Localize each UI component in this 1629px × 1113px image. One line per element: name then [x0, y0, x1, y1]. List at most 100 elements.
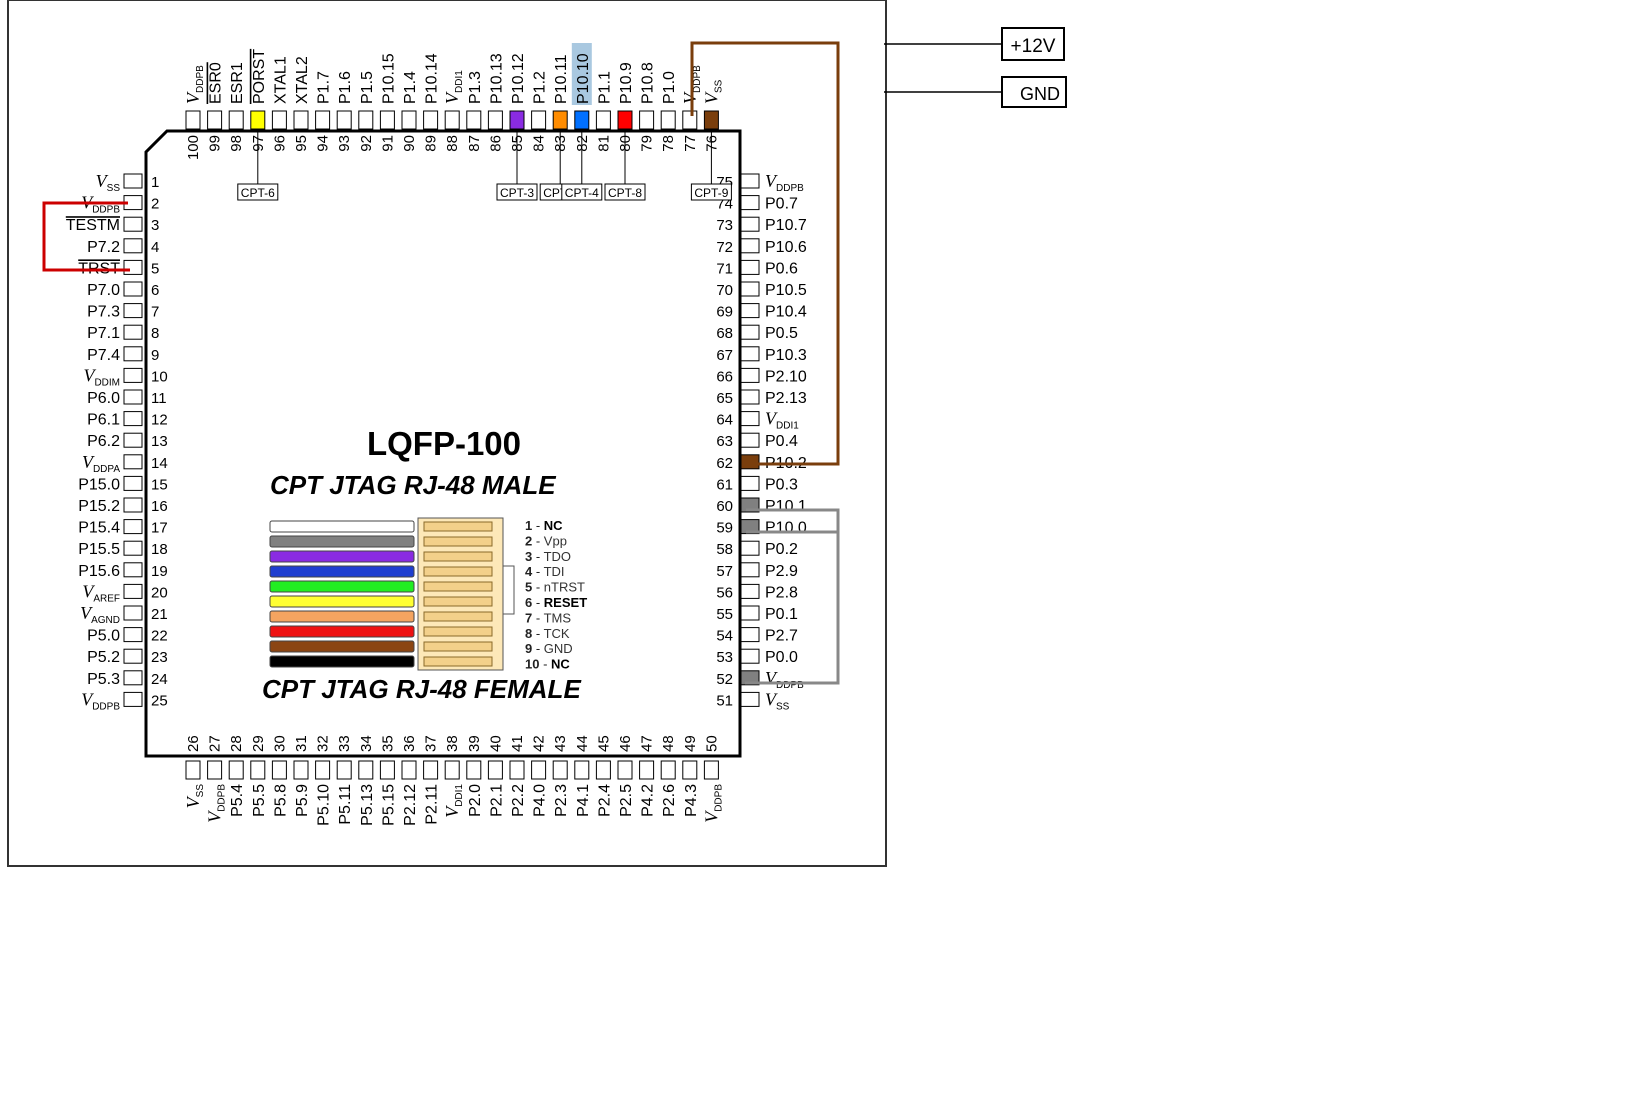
pin-label: P2.8	[765, 584, 798, 601]
pin-pad	[740, 389, 760, 405]
pin-pad	[509, 760, 525, 780]
pin-number: 98	[228, 135, 245, 152]
pin-label: P5.15	[380, 784, 397, 826]
cpt-label: CPT-6	[241, 186, 275, 200]
pin-number: 50	[703, 735, 720, 752]
pin-number: 40	[487, 735, 504, 752]
pin-label: P7.2	[87, 239, 120, 256]
pin-number: 81	[595, 135, 612, 152]
pin-number: 16	[151, 498, 168, 515]
pin-pad	[123, 346, 143, 362]
connector-pin-item: 3 - TDO	[525, 549, 571, 564]
cpt-tag: CPT-3	[496, 129, 538, 201]
pin-label: P1.1	[596, 71, 613, 104]
pin-label: VDDI1	[442, 70, 465, 104]
pin-number: 14	[151, 455, 168, 472]
pin-pad	[358, 760, 374, 780]
pin-pad	[740, 627, 760, 643]
connector-contact	[423, 611, 493, 622]
pin-pad	[123, 670, 143, 686]
pin-number: 54	[716, 628, 733, 645]
pin-label: P2.4	[596, 784, 613, 817]
wire-red-loop	[42, 201, 130, 272]
pin-number: 15	[151, 476, 168, 493]
pin-label: ESR0	[208, 62, 225, 104]
pin-number: 57	[716, 563, 733, 580]
pin-number: 84	[531, 135, 548, 152]
pin-number: 52	[716, 671, 733, 688]
connector-pin-item: 5 - nTRST	[525, 580, 585, 595]
pin-pad	[336, 110, 352, 130]
pin-label: P2.0	[467, 784, 484, 817]
connector-contact	[423, 551, 493, 562]
pin-pad	[358, 110, 374, 130]
pin-label: P1.0	[661, 71, 678, 104]
cpt-label: CPT-9	[694, 186, 728, 200]
pin-pad	[660, 760, 676, 780]
pin-pad	[444, 760, 460, 780]
pin-number: 41	[509, 735, 526, 752]
pin-label: P0.4	[765, 433, 798, 450]
pin-pad	[740, 519, 760, 535]
pin-pad	[660, 110, 676, 130]
pin-label: VSS	[96, 171, 121, 194]
pin-pad	[595, 110, 611, 130]
pin-number: 65	[716, 390, 733, 407]
pin-pad	[123, 216, 143, 232]
pin-pad	[271, 110, 287, 130]
pin-pad	[293, 110, 309, 130]
pin-pad	[740, 303, 760, 319]
wire-gray-a	[745, 508, 840, 685]
cpt-tag: CPT-6	[237, 129, 279, 201]
pin-label: XTAL1	[272, 56, 289, 104]
connector-contact	[423, 641, 493, 652]
pin-highlight	[571, 43, 592, 105]
pin-number: 36	[401, 735, 418, 752]
gnd-label: GND	[1020, 84, 1060, 104]
chip-title: LQFP-100	[367, 425, 521, 462]
pin-number: 28	[228, 735, 245, 752]
pin-label: P2.1	[488, 784, 505, 817]
pin-number: 86	[487, 135, 504, 152]
pin-pad	[250, 760, 266, 780]
pin-label: P2.11	[424, 784, 441, 825]
pin-number: 21	[151, 606, 168, 623]
pin-number: 78	[660, 135, 677, 152]
pin-number: 66	[716, 368, 733, 385]
cpt-label: CPT-4	[565, 186, 599, 200]
pin-pad	[740, 411, 760, 427]
pin-label: VDDPB	[765, 171, 804, 194]
pin-number: 91	[379, 135, 396, 152]
pin-number: 73	[716, 217, 733, 234]
vplus-label: +12V	[1011, 36, 1056, 57]
pin-number: 90	[401, 135, 418, 152]
pin-number: 1	[151, 174, 159, 191]
cpt-tag: CPT-9	[690, 129, 732, 201]
pin-pad	[401, 110, 417, 130]
pin-label: P5.8	[272, 784, 289, 817]
pin-number: 53	[716, 649, 733, 666]
pin-8: 8P7.1	[87, 324, 159, 342]
pin-number: 25	[151, 692, 168, 709]
pin-label: P2.5	[618, 784, 635, 817]
pin-pad	[740, 454, 760, 470]
pin-number: 44	[574, 735, 591, 752]
